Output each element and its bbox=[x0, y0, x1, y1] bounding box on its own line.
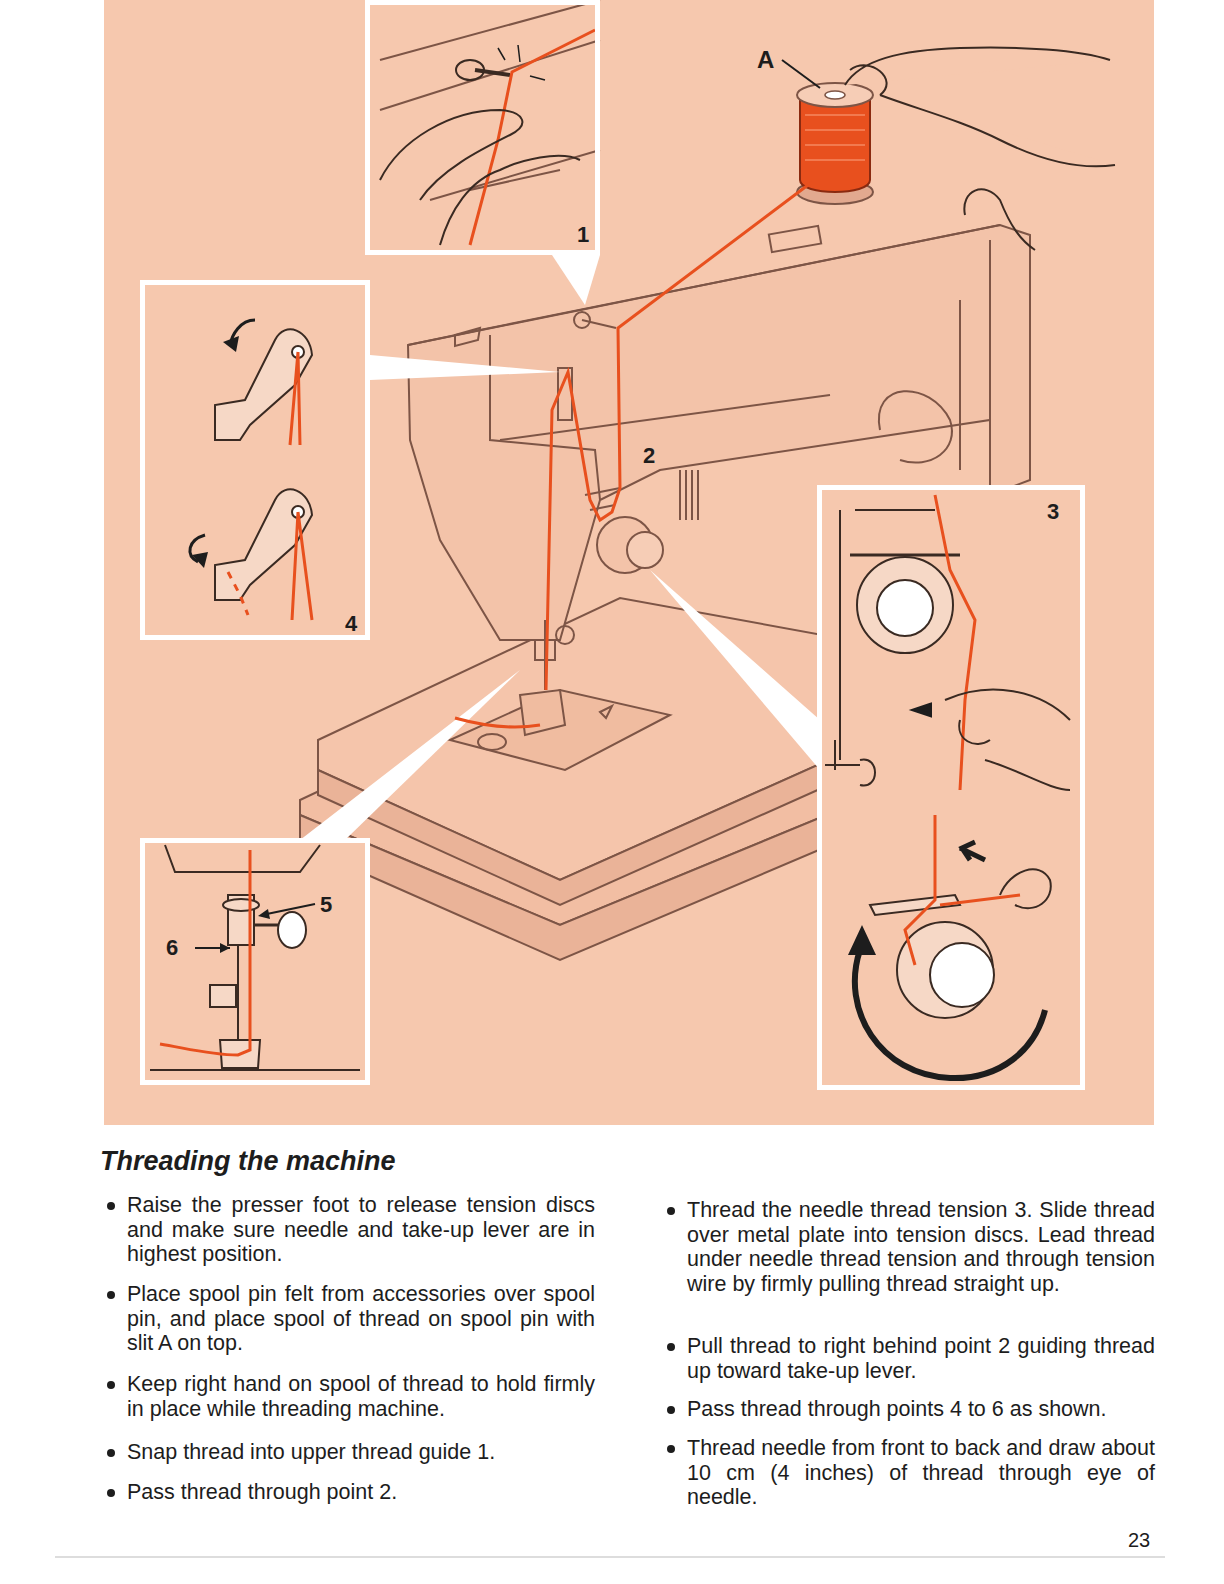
bullet-dot bbox=[667, 1406, 675, 1414]
inset-panel: 4 bbox=[140, 280, 370, 640]
page-number: 23 bbox=[1128, 1528, 1150, 1552]
bullet-dot bbox=[107, 1381, 115, 1389]
inset-thread-guide bbox=[365, 0, 600, 255]
bullet-dot bbox=[107, 1202, 115, 1210]
inset-take-up-lever bbox=[140, 280, 370, 640]
spool-and-hand bbox=[782, 48, 1115, 251]
page-title: Threading the machine bbox=[100, 1145, 396, 1177]
callout-number: 5 bbox=[320, 893, 332, 917]
instruction-bullet: Raise the presser foot to release tensio… bbox=[127, 1193, 595, 1267]
instruction-bullet: Pull thread to right behind point 2 guid… bbox=[687, 1334, 1155, 1383]
callout-number: 3 bbox=[1047, 500, 1059, 524]
inset-panel: 3 bbox=[817, 485, 1085, 1090]
callout-wedge bbox=[300, 670, 520, 840]
callout-number: 1 bbox=[577, 223, 589, 247]
callout-number: 4 bbox=[345, 612, 357, 636]
instruction-bullet: Pass thread through points 4 to 6 as sho… bbox=[687, 1397, 1155, 1422]
callout-letter: A bbox=[757, 48, 774, 72]
bullet-dot bbox=[667, 1343, 675, 1351]
inset-panel: 56 bbox=[140, 838, 370, 1085]
illustration-ground bbox=[104, 0, 1154, 1125]
callout-wedge bbox=[650, 570, 820, 770]
inset-tension bbox=[817, 485, 1085, 1090]
instruction-bullet: Thread the needle thread tension 3. Slid… bbox=[687, 1198, 1155, 1296]
callout-wedge bbox=[370, 355, 560, 380]
inset-panel: 1 bbox=[365, 0, 600, 255]
instruction-bullet: Pass thread through point 2. bbox=[127, 1480, 595, 1505]
inset-needle bbox=[140, 838, 370, 1085]
callout-number: 2 bbox=[643, 444, 655, 468]
instruction-bullet: Keep right hand on spool of thread to ho… bbox=[127, 1372, 595, 1421]
bullet-dot bbox=[107, 1449, 115, 1457]
bullet-dot bbox=[667, 1445, 675, 1453]
bullet-dot bbox=[107, 1291, 115, 1299]
page-rule bbox=[55, 1557, 1165, 1558]
callout-wedge bbox=[552, 255, 600, 305]
callout-number: 6 bbox=[166, 936, 178, 960]
instruction-bullet: Snap thread into upper thread guide 1. bbox=[127, 1440, 595, 1465]
instruction-bullet: Place spool pin felt from accessories ov… bbox=[127, 1282, 595, 1356]
instruction-bullet: Thread needle from front to back and dra… bbox=[687, 1436, 1155, 1510]
thread-path bbox=[455, 182, 812, 727]
bullet-dot bbox=[107, 1489, 115, 1497]
bullet-dot bbox=[667, 1207, 675, 1215]
